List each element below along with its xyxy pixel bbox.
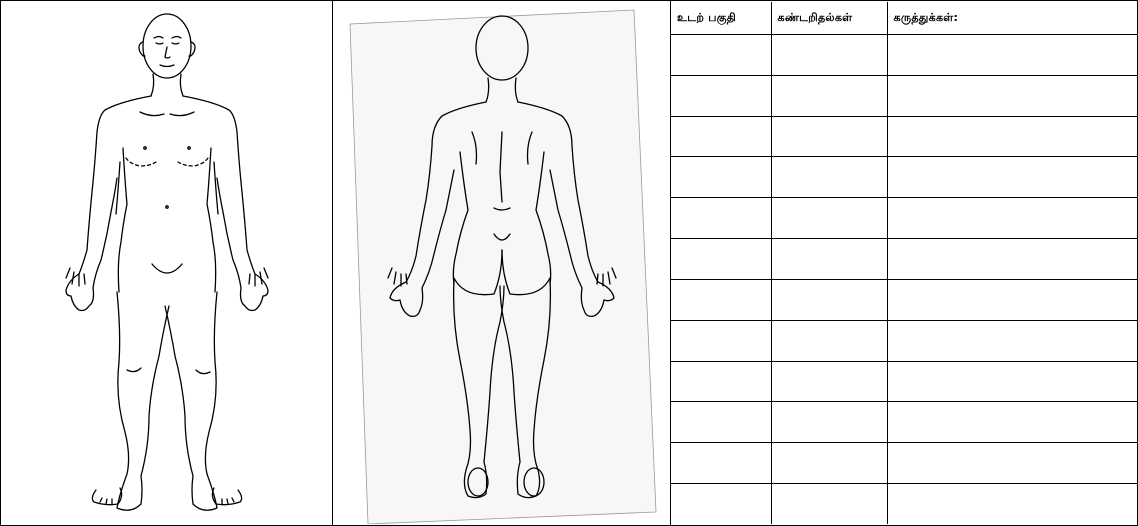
comments-cell[interactable]: [887, 157, 1137, 198]
comments-cell[interactable]: [887, 484, 1137, 524]
comments-cell[interactable]: [887, 320, 1137, 361]
comments-cell[interactable]: [887, 361, 1137, 402]
body-part-cell[interactable]: [671, 157, 771, 198]
body-part-cell[interactable]: [671, 239, 771, 280]
front-body-diagram: [2, 2, 332, 524]
table-row: [671, 443, 1137, 484]
body-part-cell[interactable]: [671, 402, 771, 443]
table-row: [671, 198, 1137, 239]
comments-cell[interactable]: [887, 116, 1137, 157]
body-part-cell[interactable]: [671, 75, 771, 116]
findings-cell[interactable]: [771, 484, 887, 524]
findings-cell[interactable]: [771, 443, 887, 484]
findings-cell[interactable]: [771, 402, 887, 443]
findings-table-area: உடற் பகுதி கண்டறிதல்கள் கருத்துக்கள்:: [671, 2, 1137, 524]
table-row: [671, 361, 1137, 402]
body-part-cell[interactable]: [671, 320, 771, 361]
divider: [332, 1, 333, 525]
body-part-cell[interactable]: [671, 443, 771, 484]
comments-cell[interactable]: [887, 239, 1137, 280]
findings-table: உடற் பகுதி கண்டறிதல்கள் கருத்துக்கள்:: [671, 2, 1137, 524]
table-row: [671, 239, 1137, 280]
table-row: [671, 320, 1137, 361]
body-part-cell[interactable]: [671, 35, 771, 76]
body-part-cell[interactable]: [671, 279, 771, 320]
header-body-part: உடற் பகுதி: [671, 2, 771, 35]
body-part-cell[interactable]: [671, 198, 771, 239]
comments-cell[interactable]: [887, 35, 1137, 76]
body-part-cell[interactable]: [671, 116, 771, 157]
comments-cell[interactable]: [887, 198, 1137, 239]
header-comments: கருத்துக்கள்:: [887, 2, 1137, 35]
findings-cell[interactable]: [771, 157, 887, 198]
comments-cell[interactable]: [887, 279, 1137, 320]
findings-cell[interactable]: [771, 35, 887, 76]
comments-cell[interactable]: [887, 402, 1137, 443]
table-row: [671, 116, 1137, 157]
findings-cell[interactable]: [771, 320, 887, 361]
comments-cell[interactable]: [887, 443, 1137, 484]
back-body-diagram: [334, 2, 670, 524]
table-header-row: உடற் பகுதி கண்டறிதல்கள் கருத்துக்கள்:: [671, 2, 1137, 35]
table-row: [671, 279, 1137, 320]
findings-cell[interactable]: [771, 239, 887, 280]
table-row: [671, 75, 1137, 116]
table-row: [671, 484, 1137, 524]
findings-cell[interactable]: [771, 279, 887, 320]
table-row: [671, 402, 1137, 443]
comments-cell[interactable]: [887, 75, 1137, 116]
body-part-cell[interactable]: [671, 361, 771, 402]
head-outline: [143, 14, 191, 78]
findings-cell[interactable]: [771, 116, 887, 157]
header-findings: கண்டறிதல்கள்: [771, 2, 887, 35]
body-part-cell[interactable]: [671, 484, 771, 524]
table-row: [671, 157, 1137, 198]
findings-cell[interactable]: [771, 361, 887, 402]
findings-cell[interactable]: [771, 75, 887, 116]
findings-cell[interactable]: [771, 198, 887, 239]
table-row: [671, 35, 1137, 76]
